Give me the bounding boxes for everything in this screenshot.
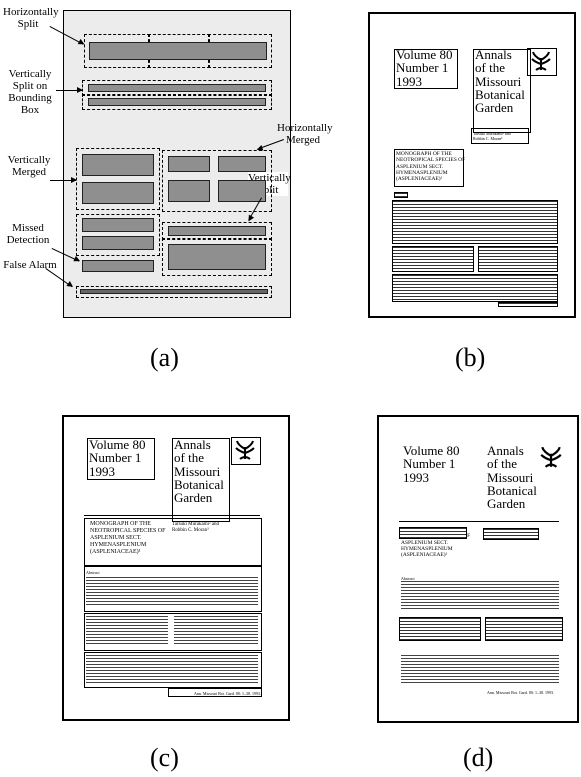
detect-box-left-stack	[76, 214, 160, 256]
authors-line-2-c: Robbin C. Moran³	[172, 528, 209, 533]
text-block-2b	[88, 98, 266, 106]
footnotes-text-d	[401, 655, 559, 683]
abstract-text-c	[86, 577, 258, 607]
article-title: MONOGRAPH OF THE NEOTROPICAL SPECIES OF …	[396, 151, 466, 183]
arrow-vertically-merged	[50, 177, 77, 183]
detect-abstract-heading	[394, 192, 408, 198]
panel-b: Volume 80 Number 1 1993 Annals of the Mi…	[368, 12, 576, 318]
garden-logo	[530, 50, 552, 72]
caption-b: (b)	[455, 343, 486, 372]
detect-volume-box-c	[87, 438, 155, 480]
rule-c	[84, 515, 260, 516]
detect-logo-box-c	[231, 437, 261, 465]
detect-box-vsplit-1	[162, 222, 272, 240]
text-block-false-alarm	[80, 289, 268, 294]
volume-label-d: Volume 80 Number 1 1993	[403, 443, 460, 485]
detect-footer-b	[498, 302, 558, 307]
detect-footnotes	[392, 274, 558, 302]
journal-footer-c: Ann. Missouri Bot. Gard. 80: 1–38. 1993.	[194, 691, 261, 696]
abstract-heading-c: Abstract	[86, 570, 100, 575]
text-block-2a	[88, 84, 266, 92]
detect-box-false-alarm	[76, 286, 272, 298]
detect-title-box-c	[84, 518, 262, 566]
text-block-3b	[82, 182, 154, 204]
volume-label-c: Volume 80 Number 1 1993	[89, 437, 146, 479]
detect-volume-box	[394, 49, 458, 89]
label-horizontally-split: Horizontally Split	[3, 6, 59, 30]
authors-line-2: Robbin C. Moran³	[473, 136, 503, 141]
detect-authors-box	[471, 128, 529, 144]
detect-title-top-d	[399, 527, 467, 539]
detect-col-right-d	[485, 617, 563, 641]
panel-a: Horizontally Split Vertically Split on B…	[0, 0, 333, 330]
label-missed-detection: Missed Detection	[6, 222, 50, 246]
detect-box-vsplit-bottom	[82, 94, 272, 110]
journal-footer-d: Ann. Missouri Bot. Gard. 80: 1–38. 1993.	[487, 690, 554, 695]
text-block-4a	[82, 218, 154, 232]
detect-col-left-d	[399, 617, 481, 641]
detect-title-box	[394, 149, 464, 187]
abstract-heading-d: Abstract	[401, 576, 415, 581]
label-vertically-merged: Vertically Merged	[7, 154, 51, 178]
journal-title-c: Annals of the Missouri Botanical Garden	[174, 437, 224, 505]
detect-abstract-body	[392, 200, 558, 244]
col-right-text-c	[174, 616, 258, 646]
detect-cols-box-c	[84, 613, 262, 651]
panel-c: Volume 80 Number 1 1993 Annals of the Mi…	[62, 415, 290, 721]
garden-logo-c	[234, 439, 256, 461]
garden-logo-d	[539, 445, 563, 469]
text-block-4d	[168, 244, 266, 270]
journal-title-d: Annals of the Missouri Botanical Garden	[487, 443, 537, 511]
caption-c: (c)	[150, 743, 179, 772]
label-horizontally-merged: Horizontally Merged	[277, 122, 333, 146]
detect-logo-box	[527, 48, 557, 76]
text-block-missed	[82, 260, 154, 272]
detect-abstract-box-c	[84, 566, 262, 612]
caption-d: (d)	[463, 743, 494, 772]
detect-box-vsplit-2	[162, 238, 272, 276]
article-title-c: MONOGRAPH OF THE NEOTROPICAL SPECIES OF …	[90, 521, 166, 555]
panel-d: Volume 80 Number 1 1993 Annals of the Mi…	[377, 415, 579, 723]
abstract-text-d	[401, 581, 559, 611]
text-block-3f	[218, 180, 266, 202]
detect-col-left	[392, 246, 474, 272]
arrow-vertically-split-bbox	[56, 87, 83, 93]
detect-footer-box-c	[168, 688, 262, 697]
caption-a: (a)	[150, 343, 179, 372]
authors-line-1: Tarsuki Murakami² and	[473, 131, 511, 136]
detect-box-hmerged	[162, 150, 272, 212]
text-block-3a	[82, 154, 154, 176]
label-vertically-split-on-bounding-box: Vertically Split on Bounding Box	[8, 68, 52, 116]
rule-d	[399, 521, 559, 522]
footnotes-text-c	[86, 655, 258, 683]
text-block-4c	[168, 226, 266, 236]
volume-label: Volume 80 Number 1 1993	[396, 47, 453, 89]
label-false-alarm: False Alarm	[3, 259, 57, 271]
text-block-3c	[168, 156, 210, 172]
journal-title: Annals of the Missouri Botanical Garden	[475, 47, 525, 115]
detect-annals-box-c	[172, 438, 230, 522]
text-block-3e	[218, 156, 266, 172]
text-block-4b	[82, 236, 154, 250]
text-block-3d	[168, 180, 210, 202]
col-left-text-c	[86, 616, 168, 646]
detect-col-right	[478, 246, 558, 272]
authors-line-1-c: Tarsuki Murakami² and	[172, 522, 219, 527]
text-block-1	[89, 42, 267, 60]
detect-footnotes-box-c	[84, 652, 262, 688]
detect-annals-box	[473, 49, 531, 133]
detect-authors-d	[483, 528, 539, 540]
